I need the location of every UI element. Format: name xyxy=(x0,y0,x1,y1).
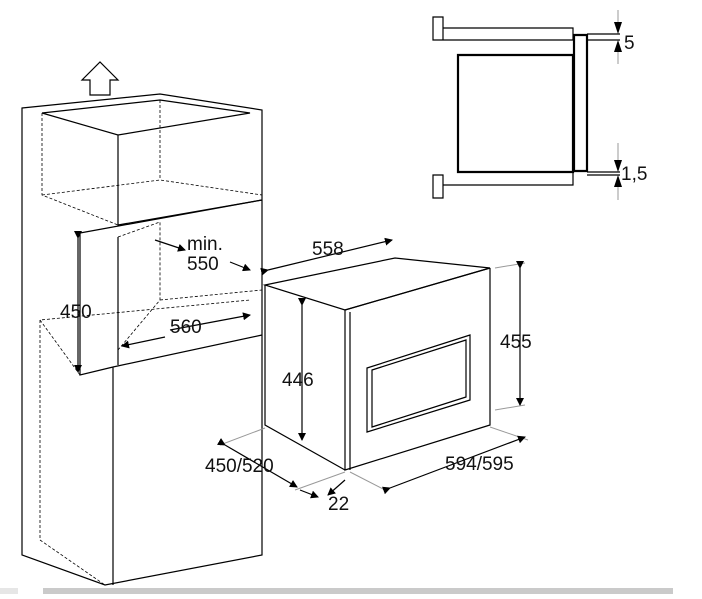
cabinet xyxy=(21,93,263,586)
detail-view xyxy=(432,16,620,199)
niche-height-label: 450 xyxy=(60,302,92,323)
oven-front-width-label: 594/595 xyxy=(445,454,514,475)
horizontal-scrollbar[interactable] xyxy=(43,588,673,594)
top-gap-label: 5 xyxy=(624,33,635,54)
front-thickness-label: 22 xyxy=(328,494,349,515)
niche-depth-label: 550 xyxy=(187,254,219,275)
scrollbar-track-left xyxy=(0,588,18,594)
up-arrow-icon xyxy=(80,61,120,96)
niche-width-label: 560 xyxy=(170,317,202,338)
oven-body-height-label: 446 xyxy=(282,370,314,391)
niche-min-label: min. xyxy=(187,234,223,255)
bottom-gap-label: 1,5 xyxy=(621,164,647,185)
oven-front-height-label: 455 xyxy=(500,332,532,353)
oven-depth-label: 558 xyxy=(312,239,344,260)
cabinet-depth-label: 450/520 xyxy=(205,456,274,477)
oven xyxy=(262,257,491,471)
